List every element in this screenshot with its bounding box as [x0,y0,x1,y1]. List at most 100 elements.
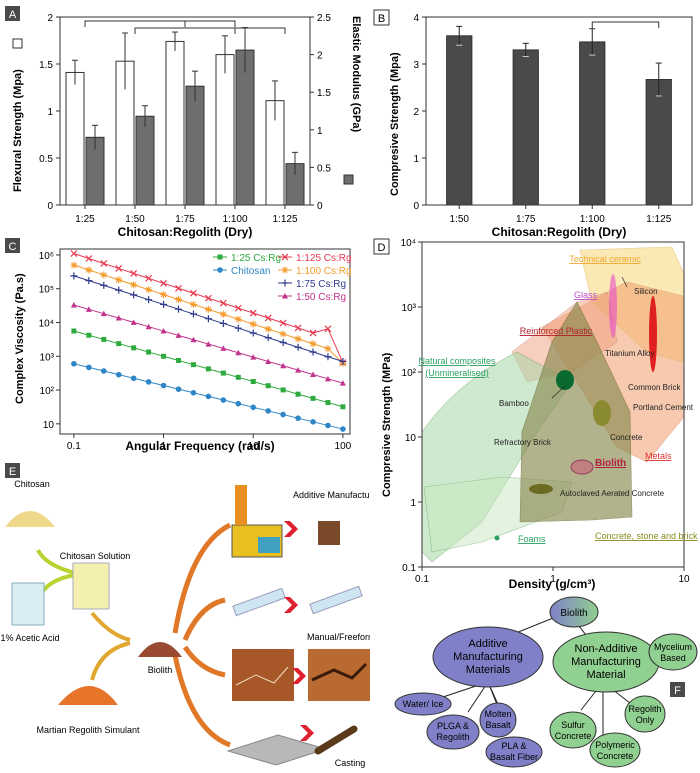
c-xtick-label: 100 [335,441,352,452]
panel-a-significance [84,20,286,34]
panel-d-badge [373,238,390,255]
panel-b-significance [591,21,660,28]
c-marker [160,291,168,299]
node-sulfur-line2: Concrete [555,731,592,741]
c-marker [279,338,287,346]
c-marker [189,300,197,308]
c-marker [70,250,78,257]
node-pla-line1: PLA & [501,741,526,751]
label-foams: Foams [518,534,546,544]
c-legend-label: 1:100 Cs:Rg [296,266,352,277]
c-series-star [70,261,347,367]
c-marker [220,397,227,403]
node-mycelium-line1: Mycelium [654,642,692,652]
textured-surface-icon [308,649,370,701]
c-marker [282,293,288,299]
c-marker [249,309,257,317]
d-ytick-label: 10³ [402,303,417,314]
label-glass: Glass [574,290,598,300]
c-marker [234,315,242,323]
c-marker [294,324,302,332]
panel-a-badge [5,6,20,21]
region-common-brick [593,400,611,426]
c-marker [219,319,227,327]
c-marker [160,300,168,308]
a-xtick-label: 1:25 [75,214,95,225]
c-marker [189,310,197,318]
c-marker [100,271,108,279]
flexural-bar [165,40,185,206]
b-ytick-label: 1 [413,154,419,165]
label-refractory-brick: Refractory Brick [494,438,552,447]
c-marker [280,411,286,418]
a-y2tick-label: 2 [317,51,323,62]
printed-cylinder-icon [318,521,340,545]
c-legend-label: 1:75 Cs:Rg [296,279,346,290]
c-marker [234,304,242,312]
panel-c-frame [59,248,351,435]
node-plga [426,714,480,750]
c-marker [70,272,78,280]
c-marker [130,269,138,277]
c-marker [325,422,331,429]
a-ytick-label: 1 [47,107,53,118]
c-xtick-label: 10 [248,441,260,452]
c-ytick-label: 10³ [40,352,55,363]
node-non-additive-line3: Material [586,669,625,681]
c-marker [295,367,302,373]
c-ytick-label: 10⁵ [39,285,54,296]
arrow-casting [172,654,231,748]
c-marker [220,345,227,351]
a-y2tick-label: 0 [317,201,323,212]
c-marker [250,354,257,360]
node-sulfur-line1: Sulfur [561,720,585,730]
c-marker [294,343,302,351]
a-y2tick-label: 2.5 [317,13,331,24]
c-marker [294,335,302,343]
label-natural-composites-1: Natural composites [418,356,496,366]
c-marker [281,279,289,287]
c-marker [176,357,182,363]
panel-c-badge [5,238,20,253]
panel-f-diagram: F Biolith Additive Manufacturing Materia… [394,596,698,768]
node-sulfur [549,711,597,749]
modulus-bar [235,49,255,206]
node-additive-line3: Materials [466,664,511,676]
panel-d-ylabel: Compresive Strength (MPa) [381,352,393,497]
a-xtick-label: 1:75 [175,214,195,225]
b-xtick-label: 1:75 [516,214,536,225]
c-marker [160,328,167,334]
chevron-texture-icon [292,668,306,684]
c-marker [265,408,271,414]
d-ytick-label: 10⁴ [401,238,416,249]
node-polymeric-line2: Concrete [597,751,634,761]
c-marker [264,325,272,333]
region-bamboo [556,370,574,390]
label-biolith: Biolith [595,458,626,469]
c-legend-label: Chitosan [231,266,270,277]
c-marker [309,340,317,348]
c-marker [175,305,183,313]
b-xtick-label: 1:100 [580,214,605,225]
region-aerated-concrete [529,484,553,494]
c-marker [70,261,78,269]
node-basalt [479,702,517,738]
b-ytick-label: 4 [413,13,419,24]
node-additive [432,626,544,688]
panel-b-xlabel: Chitosan:Regolith (Dry) [492,225,627,239]
node-non-additive-line2: Manufacturing [571,656,641,668]
c-ytick-label: 10 [43,420,55,431]
compressive-bar [512,49,539,206]
chevron-manual-icon [284,597,298,613]
panel-b-bars [446,25,672,206]
c-marker [324,375,331,382]
c-marker [204,315,212,323]
panel-c-series [70,250,347,432]
label-casting: Casting [335,758,366,768]
label-titanium-alloy: Titanium Alloy [605,349,655,358]
label-reinforced-plastic: Reinforced Plastic [520,326,593,336]
c-marker [295,391,301,397]
cracked-texture-icon [232,649,294,701]
label-natural-composites-2: (Unmineralised) [425,368,489,378]
c-marker [217,254,223,260]
